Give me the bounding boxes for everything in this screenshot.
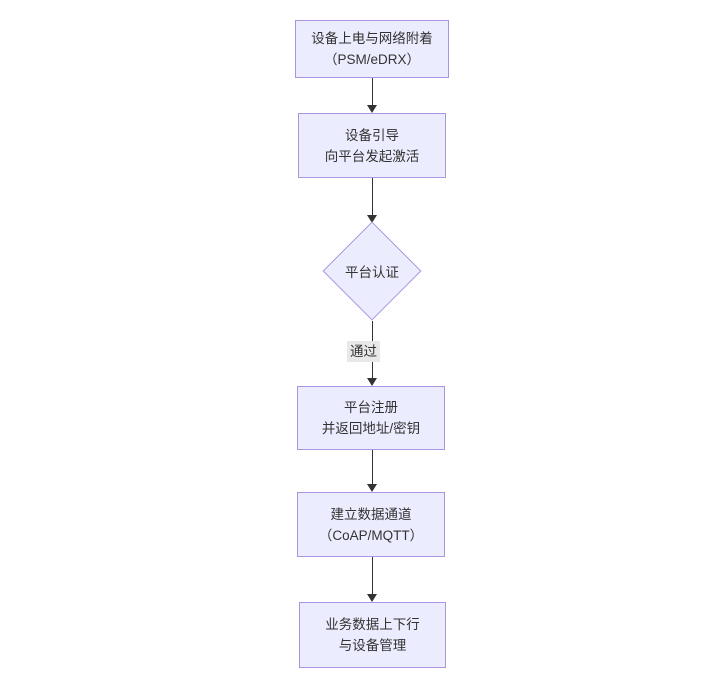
node-power-on-attach-line2: （PSM/eDRX） <box>323 52 421 67</box>
edge-label-pass: 通过 <box>347 341 380 362</box>
arrowhead-icon-5 <box>367 594 377 602</box>
node-business-data-line2: 与设备管理 <box>338 638 407 653</box>
edge-line-1 <box>372 78 373 106</box>
node-power-on-attach-line1: 设备上电与网络附着 <box>311 31 433 46</box>
edge-line-4 <box>372 450 373 485</box>
arrowhead-icon-2 <box>367 215 377 223</box>
node-data-channel-line1: 建立数据通道 <box>330 506 412 522</box>
arrowhead-icon-4 <box>367 484 377 492</box>
edge-line-5 <box>372 557 373 595</box>
node-platform-register: 平台注册 并返回地址/密钥 <box>297 386 445 450</box>
node-power-on-attach: 设备上电与网络附着 （PSM/eDRX） <box>295 20 449 78</box>
node-data-channel-line2: （CoAP/MQTT） <box>318 527 424 543</box>
node-bootstrap-line2: 向平台发起激活 <box>324 148 420 164</box>
node-platform-auth: 平台认证 <box>322 220 422 321</box>
node-platform-register-line2: 并返回地址/密钥 <box>321 421 421 436</box>
edge-line-2 <box>372 178 373 216</box>
node-bootstrap: 设备引导 向平台发起激活 <box>298 113 446 178</box>
node-platform-auth-label: 平台认证 <box>345 264 399 280</box>
node-business-data: 业务数据上下行 与设备管理 <box>299 602 446 668</box>
node-platform-register-line1: 平台注册 <box>344 400 398 415</box>
node-business-data-line1: 业务数据上下行 <box>325 617 420 632</box>
arrowhead-icon-1 <box>367 105 377 113</box>
node-bootstrap-line1: 设备引导 <box>345 127 399 143</box>
node-data-channel: 建立数据通道 （CoAP/MQTT） <box>297 492 445 557</box>
arrowhead-icon-3 <box>367 378 377 386</box>
